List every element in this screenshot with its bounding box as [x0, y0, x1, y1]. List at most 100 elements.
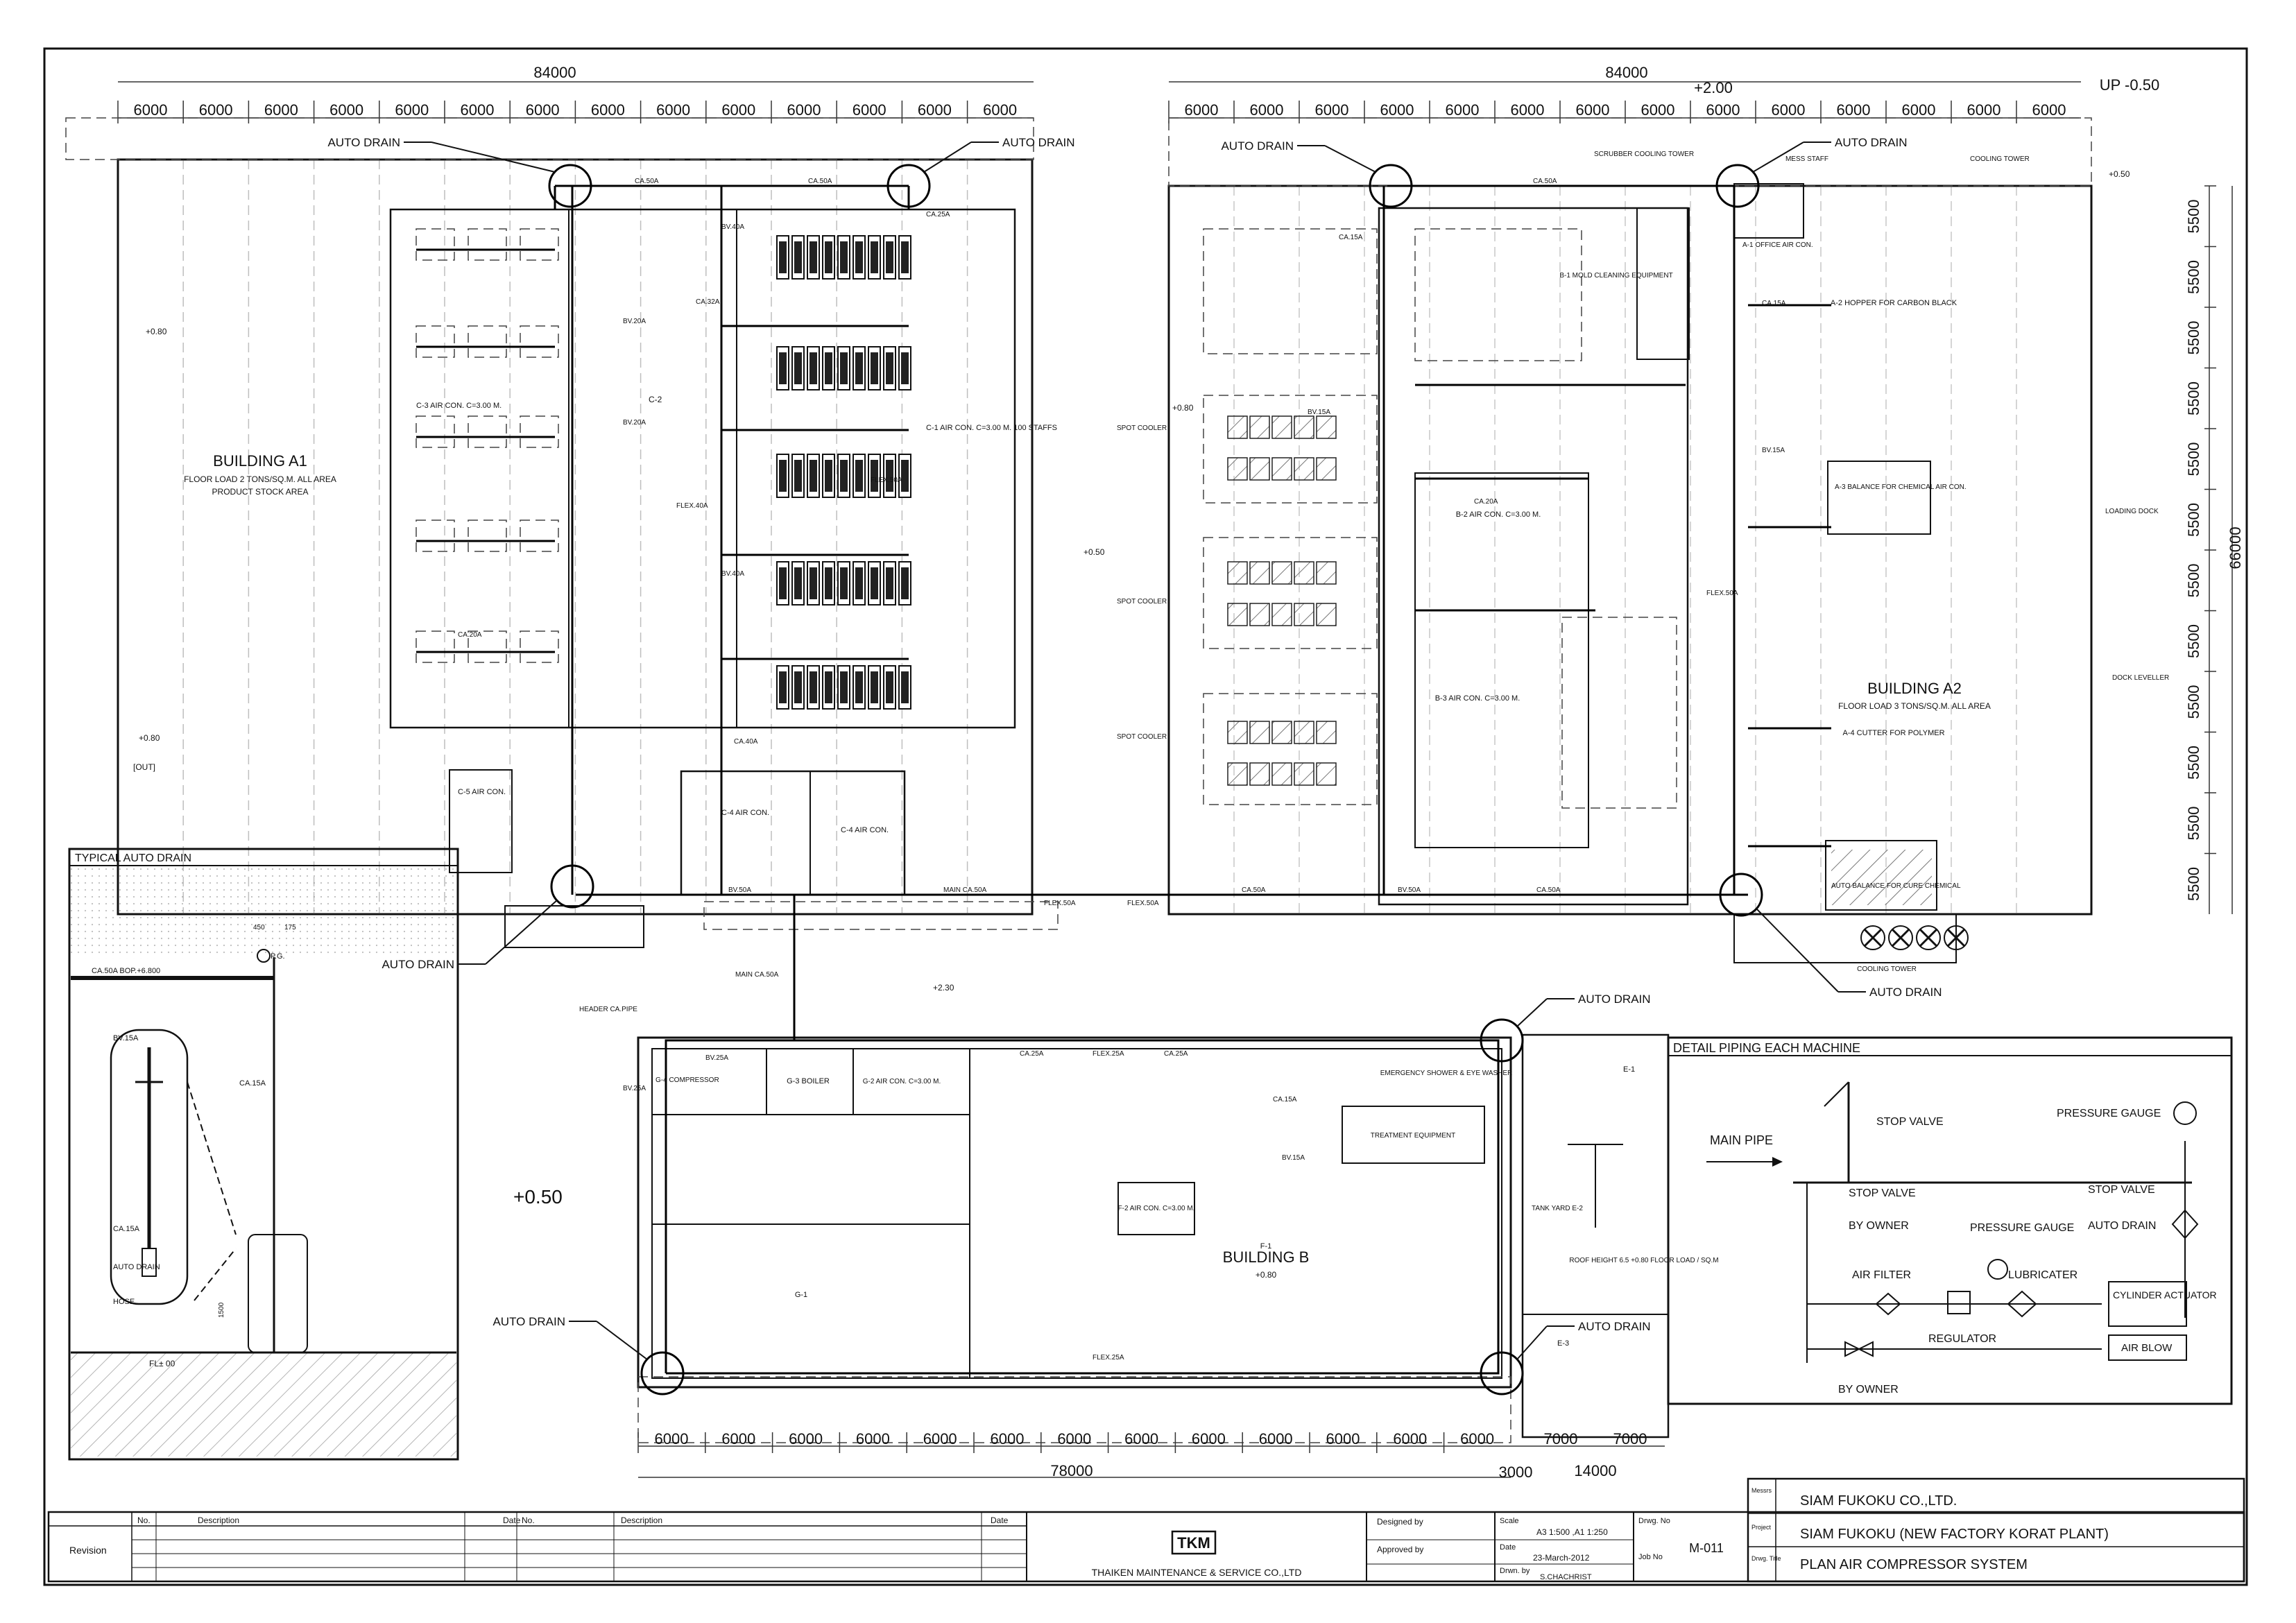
fan-blade [1891, 928, 1910, 947]
b1-mold-label: B-1 MOLD CLEANING EQUIPMENT [1559, 272, 1672, 280]
top-left-bay: 6000 [461, 101, 495, 119]
label-main-ca40a: MAIN CA.50A [735, 971, 779, 979]
top-right-level: +2.00 [1694, 79, 1733, 96]
tkm-logo: TKM [1177, 1534, 1210, 1552]
machine-hatched [1316, 457, 1337, 481]
top-right-bay: 6000 [1902, 101, 1936, 119]
auto-drain-marker [1369, 164, 1413, 208]
auto-drain-marker [1719, 873, 1763, 917]
top-right-total: 84000 [1605, 64, 1647, 81]
scrubber-label: SCRUBBER COOLING TOWER [1594, 151, 1694, 158]
machine-hatched [1227, 721, 1248, 744]
auto-drain-leader [1756, 908, 1839, 993]
auto-drain-pg: P.G. [271, 952, 285, 961]
detail-auto-drain: AUTO DRAIN [2088, 1220, 2156, 1232]
date-value: 23-March-2012 [1533, 1553, 1590, 1563]
cabinet-face [901, 241, 909, 273]
auto-drain-marker [640, 1351, 685, 1396]
auto-drain-label: AUTO DRAIN [1221, 139, 1294, 153]
bottom-bay: 6000 [1393, 1430, 1427, 1448]
machine-hatched [1294, 415, 1314, 439]
top-left-bay: 6000 [656, 101, 690, 119]
drwg-no: M-011 [1689, 1541, 1724, 1555]
a1-out-label: [OUT] [133, 762, 155, 772]
cabinet-face [840, 671, 848, 703]
label-ca15a-1: CA.15A [1339, 234, 1363, 241]
auto-drain-leader [1324, 145, 1376, 173]
right-bay: 5500 [2185, 443, 2202, 476]
drawn-by-name: S.CHACHRIST [1540, 1573, 1592, 1581]
title-label: Drwg. Title [1751, 1555, 1781, 1562]
cabinet-face [871, 671, 878, 703]
detail-by-owner-2: BY OWNER [1838, 1384, 1899, 1396]
label-ca50a-5: CA.50A [1536, 886, 1561, 894]
cabinet-face [825, 567, 832, 599]
tank-yard: TANK YARD E-2 ROOF HEIGHT 6.5 +0.80 FLOO… [1521, 1033, 1719, 1439]
building-a1-sub1: FLOOR LOAD 2 TONS/SQ.M. ALL AREA [184, 474, 336, 484]
job-no-label: Job No [1638, 1553, 1663, 1561]
title-date-2: Date [991, 1515, 1009, 1525]
tank-yard-label: TANK YARD E-2 [1532, 1205, 1583, 1212]
cabinet-face [779, 460, 787, 492]
detail-pressure-gauge-2: PRESSURE GAUGE [1970, 1222, 2074, 1234]
top-right-bay: 6000 [1250, 101, 1284, 119]
label-ca25a-2: CA.25A [1020, 1050, 1044, 1058]
label-ca40a: CA.40A [734, 738, 758, 746]
building-a2: BUILDING A2 FLOOR LOAD 3 TONS/SQ.M. ALL … [1083, 117, 2169, 973]
f2-label: F-2 AIR CON. C=3.00 M. [1118, 1205, 1195, 1212]
roof-height-label: ROOF HEIGHT 6.5 +0.80 FLOOR LOAD / SQ.M [1569, 1257, 1718, 1264]
label-bv15a-1: BV.15A [1308, 409, 1330, 416]
typical-auto-drain-detail: TYPICAL AUTO DRAIN CA.50A BOP.+6.800 P.G… [68, 848, 459, 1461]
c5-label: C-5 AIR CON. [458, 788, 506, 796]
machine-hatched [1249, 561, 1270, 585]
machine-outline [520, 415, 559, 448]
label-ca25a-3: CA.25A [1164, 1050, 1188, 1058]
building-a1-title: BUILDING A1 [213, 452, 307, 470]
machine-hatched [1316, 415, 1337, 439]
cabinet-face [794, 671, 802, 703]
machine-hatched [1294, 603, 1314, 626]
label-bv15a-2: BV.15A [1762, 447, 1785, 454]
cabinet-face [871, 241, 878, 273]
detail-main-pipe: MAIN PIPE [1710, 1133, 1773, 1147]
bottom-bay: 6000 [1259, 1430, 1293, 1448]
label-flex25a-1: FLEX.25A [1093, 1050, 1124, 1058]
machine-hatched [1271, 603, 1292, 626]
bottom-bay: 6000 [1124, 1430, 1158, 1448]
spot-cooler-3: SPOT COOLER [1117, 733, 1167, 741]
cabinet-face [809, 241, 817, 273]
bottom-bay: 6000 [655, 1430, 689, 1448]
building-a1-sub2: PRODUCT STOCK AREA [212, 487, 309, 497]
machine-hatched [1271, 561, 1292, 585]
label-ca50a-4: CA.50A [1242, 886, 1266, 894]
a1-level-080-b: +0.80 [139, 733, 160, 743]
detail-air-filter: AIR FILTER [1852, 1269, 1911, 1281]
top-left-bay: 6000 [853, 101, 886, 119]
auto-drain-label: AUTO DRAIN [113, 1263, 160, 1271]
building-b-level: +0.80 [1256, 1270, 1277, 1280]
machine-outline [468, 519, 507, 552]
top-right-bay: 6000 [1576, 101, 1610, 119]
top-left-bay: 6000 [329, 101, 363, 119]
cabinet-face [840, 352, 848, 384]
level-230: +2.30 [933, 983, 954, 993]
cabinet-face [794, 567, 802, 599]
bottom-right-total: 14000 [1574, 1462, 1616, 1479]
label-bv50a-1: BV.50A [1398, 886, 1421, 894]
cabinet-face [779, 241, 787, 273]
machine-outline [468, 228, 507, 261]
label-ca50a-2: CA.50A [808, 178, 832, 185]
right-dimension: 66000 5500550055005500550055005500550055… [2185, 185, 2244, 914]
machine-hatched [1294, 457, 1314, 481]
cabinet-face [901, 352, 909, 384]
cooling-tower-label-a: COOLING TOWER [1970, 155, 2030, 163]
fan-blade [1946, 928, 1966, 947]
cabinet-face [840, 241, 848, 273]
cabinet-face [855, 567, 863, 599]
machine-outline [468, 415, 507, 448]
auto-drain-ca15a-a: CA.15A [239, 1079, 266, 1088]
cabinet-face [871, 567, 878, 599]
g3-label: G-3 BOILER [787, 1077, 830, 1085]
label-flex50a-3: FLEX.50A [1706, 590, 1738, 597]
